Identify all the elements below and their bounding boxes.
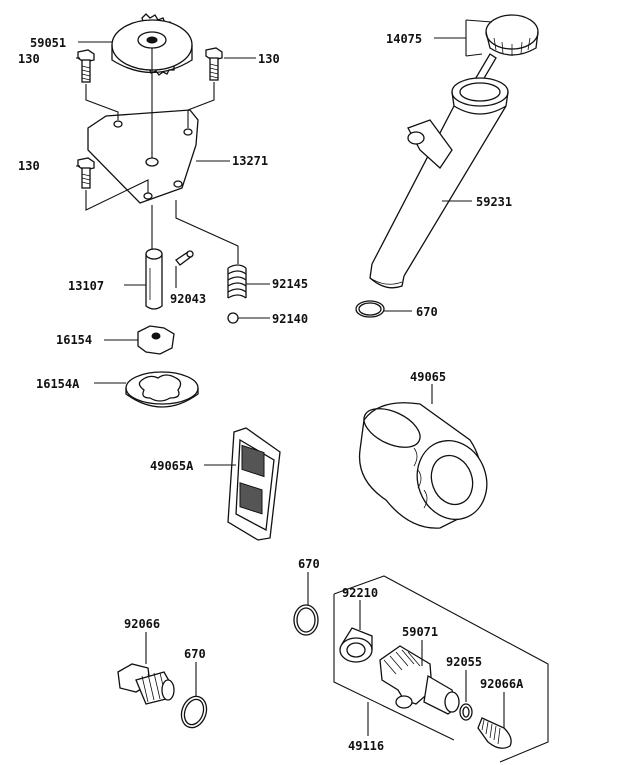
label-670-bottom: 670	[184, 647, 206, 661]
rotor-16154A	[94, 371, 199, 408]
label-92066: 92066	[124, 617, 160, 631]
label-92055: 92055	[446, 655, 482, 669]
bolt-130-right-top	[205, 47, 223, 81]
plug-92066A	[477, 692, 512, 749]
spring-92145	[227, 264, 270, 299]
label-130-right-top: 130	[258, 52, 280, 66]
assembly-box-49116	[333, 575, 549, 763]
label-670-top: 670	[416, 305, 438, 319]
gear-59051	[111, 13, 193, 76]
strainer-59071	[379, 640, 460, 715]
label-92043: 92043	[170, 292, 206, 306]
label-49065: 49065	[410, 370, 446, 384]
label-92066A: 92066A	[480, 677, 524, 691]
label-92145: 92145	[272, 277, 308, 291]
bolt-130-left-top	[77, 49, 95, 83]
screen-49065A	[204, 427, 281, 541]
oring-670-top	[355, 300, 412, 318]
label-92140: 92140	[272, 312, 308, 326]
label-130-left-top: 130	[18, 52, 40, 66]
shaft-13107	[124, 248, 163, 310]
oil-filter-49065	[358, 384, 488, 529]
label-59231: 59231	[476, 195, 512, 209]
label-670-mid: 670	[298, 557, 320, 571]
label-92210: 92210	[342, 586, 378, 600]
ball-92140	[227, 312, 270, 324]
leader-lines-top-left	[76, 41, 256, 264]
label-16154: 16154	[56, 333, 92, 347]
label-16154A: 16154A	[36, 377, 80, 391]
label-14075: 14075	[386, 32, 422, 46]
plate-13271	[87, 109, 199, 204]
label-49116: 49116	[348, 739, 384, 753]
label-59071: 59071	[402, 625, 438, 639]
pin-92043	[175, 250, 194, 288]
label-130-left-mid: 130	[18, 159, 40, 173]
nut-92210	[339, 600, 373, 663]
bolt-130-left-mid	[77, 157, 95, 189]
rotor-16154	[104, 325, 175, 355]
label-59051: 59051	[30, 36, 66, 50]
label-13107: 13107	[68, 279, 104, 293]
label-49065A: 49065A	[150, 459, 194, 473]
oring-670-mid	[293, 572, 319, 636]
label-13271: 13271	[232, 154, 268, 168]
plug-92066	[117, 632, 175, 705]
filler-tube-59231	[369, 77, 509, 289]
oring-92055	[459, 670, 473, 721]
oring-670-bottom	[180, 662, 208, 729]
